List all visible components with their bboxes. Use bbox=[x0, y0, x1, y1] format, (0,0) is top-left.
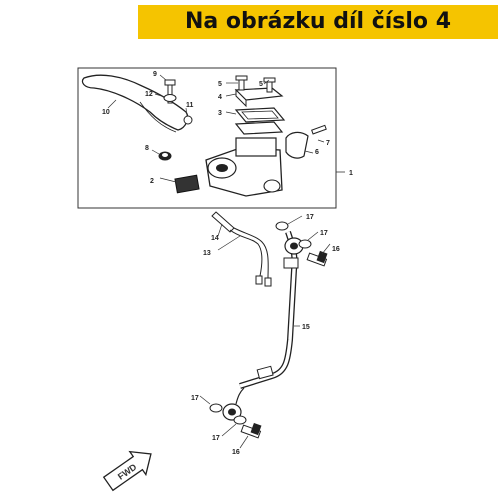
label-part-17a: 17 bbox=[306, 214, 314, 221]
label-part-6: 6 bbox=[315, 149, 319, 156]
label-part-13: 13 bbox=[203, 250, 211, 257]
label-part-10: 10 bbox=[102, 109, 110, 116]
assembly-outline bbox=[77, 67, 337, 209]
cap-screw-left bbox=[235, 75, 248, 91]
label-part-3: 3 bbox=[218, 110, 222, 117]
banner-title: Na obrázku díl číslo 4 bbox=[184, 9, 452, 34]
leader-lines bbox=[107, 74, 331, 449]
label-part-2: 2 bbox=[150, 178, 154, 185]
label-part-5a: 5 bbox=[218, 81, 222, 88]
fwd-arrow-icon: FWD bbox=[102, 450, 152, 492]
label-part-16b: 16 bbox=[232, 449, 240, 456]
label-part-1: 1 bbox=[349, 170, 353, 177]
diaphragm bbox=[234, 121, 284, 135]
lower-banjo bbox=[222, 387, 245, 421]
upper-washer-b bbox=[298, 239, 312, 249]
label-part-5b: 5 bbox=[259, 81, 263, 88]
label-part-17b: 17 bbox=[320, 230, 328, 237]
upper-banjo bbox=[284, 237, 304, 255]
cap-plate bbox=[234, 107, 286, 123]
lower-washer-a bbox=[209, 403, 223, 413]
label-part-7: 7 bbox=[326, 140, 330, 147]
lower-washer-b bbox=[233, 415, 247, 425]
label-part-9: 9 bbox=[153, 71, 157, 78]
pivot-washer bbox=[183, 115, 193, 125]
label-part-8: 8 bbox=[145, 145, 149, 152]
brake-switch bbox=[211, 211, 272, 287]
label-part-4: 4 bbox=[218, 94, 222, 101]
label-part-17d: 17 bbox=[212, 435, 220, 442]
upper-washer-a bbox=[275, 221, 289, 231]
clamp-bolt bbox=[311, 124, 327, 135]
label-part-11: 11 bbox=[186, 102, 194, 109]
lever-nut bbox=[163, 94, 177, 102]
cap-screw-right bbox=[263, 77, 276, 93]
handlebar-clamp bbox=[285, 131, 309, 159]
small-nut-hole bbox=[162, 153, 168, 157]
label-part-12: 12 bbox=[145, 91, 153, 98]
brake-lever bbox=[81, 74, 189, 133]
label-part-16a: 16 bbox=[332, 246, 340, 253]
lower-banjo-bolt bbox=[240, 422, 262, 439]
master-cylinder-body bbox=[205, 137, 283, 197]
dust-boot bbox=[174, 174, 200, 194]
upper-banjo-bolt bbox=[306, 250, 328, 267]
reservoir-cap bbox=[234, 87, 284, 108]
title-banner: Na obrázku díl číslo 4 bbox=[138, 5, 498, 39]
brake-hose bbox=[239, 231, 299, 389]
label-part-17c: 17 bbox=[191, 395, 199, 402]
label-part-15: 15 bbox=[302, 324, 310, 331]
label-part-14: 14 bbox=[211, 235, 219, 242]
